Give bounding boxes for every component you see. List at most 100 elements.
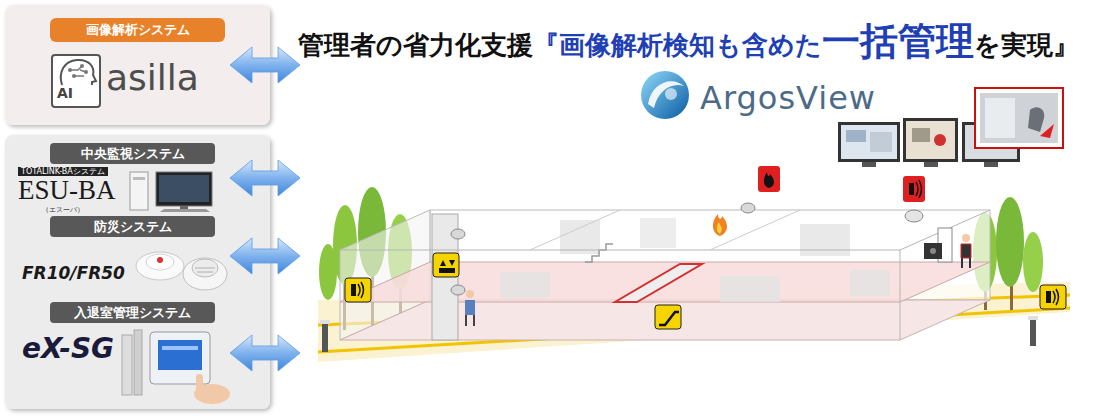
category-header: 中央監視システム xyxy=(50,143,215,164)
building xyxy=(585,244,613,262)
detector-picture xyxy=(136,252,184,280)
system-box: 中央監視システム TOTALINK-BAシステムESU-BA（エスーバ） xyxy=(8,140,230,216)
building xyxy=(340,250,900,251)
monitor-picture xyxy=(924,162,938,167)
double-arrow xyxy=(230,160,300,196)
camera xyxy=(451,203,923,295)
detector-picture xyxy=(192,259,218,277)
product-reading: （エスーバ） xyxy=(42,206,84,214)
access-device-picture xyxy=(162,346,198,350)
sign-icon xyxy=(433,253,459,277)
sign-icon xyxy=(655,305,681,329)
monitor-picture xyxy=(838,122,900,162)
product-subtitle: TOTALINK-BAシステム xyxy=(18,167,108,176)
sign-icon xyxy=(1040,285,1066,309)
computer-picture xyxy=(156,172,212,206)
monitor-picture xyxy=(906,121,955,159)
detector-picture xyxy=(136,252,227,290)
bollard xyxy=(322,322,328,352)
argos-logo-mark xyxy=(665,88,677,100)
category-header: 防災システム xyxy=(50,216,215,237)
monitor-picture xyxy=(985,98,1015,138)
system-box: 入退室管理システム eX-SG xyxy=(8,298,230,408)
tree xyxy=(319,244,337,300)
monitor-picture xyxy=(846,130,866,142)
title-text: 管理者の省力化支援 xyxy=(298,28,533,63)
monitor-picture xyxy=(1040,124,1054,138)
computer-picture xyxy=(130,172,212,212)
monitor-picture xyxy=(870,132,892,152)
system-box: 画像解析システム asilla xyxy=(8,8,230,122)
computer-picture xyxy=(133,177,145,180)
monitor-picture xyxy=(862,162,876,167)
double-arrow xyxy=(230,47,300,83)
building xyxy=(924,243,942,259)
camera xyxy=(451,285,465,295)
detector-picture xyxy=(157,257,163,263)
category-header: 入退室管理システム xyxy=(50,302,215,323)
person xyxy=(962,258,970,268)
building xyxy=(930,248,936,254)
sign-icon xyxy=(1046,291,1051,303)
ai-icon xyxy=(52,55,100,107)
integrated-building-area: ArgosView xyxy=(300,62,1095,408)
computer-picture xyxy=(130,172,148,210)
sign-icon xyxy=(439,268,455,273)
argos-logo-mark xyxy=(641,71,689,119)
access-device-picture xyxy=(158,340,202,370)
alarm-icon xyxy=(758,166,780,192)
tree xyxy=(1023,232,1043,292)
building xyxy=(340,210,990,340)
building xyxy=(530,210,620,250)
computer-picture xyxy=(159,175,209,202)
alarm-icon xyxy=(909,183,914,195)
ai-icon xyxy=(84,70,88,74)
access-device-picture xyxy=(122,330,230,404)
bollard xyxy=(320,320,330,324)
building xyxy=(850,270,890,296)
building xyxy=(640,218,676,248)
person xyxy=(465,300,475,315)
person xyxy=(961,244,971,258)
sign-icon xyxy=(440,260,455,266)
sign-icon xyxy=(358,282,364,298)
sign-icon xyxy=(659,312,679,325)
ai-icon xyxy=(61,60,96,85)
sign-icon xyxy=(1053,289,1059,305)
product-logo: ESU-BA xyxy=(18,176,116,206)
ai-icon xyxy=(70,66,86,76)
alarm-icon xyxy=(764,172,774,188)
computer-picture xyxy=(160,209,210,212)
camera xyxy=(451,229,465,239)
product-logo: FR10/FR50 xyxy=(22,264,125,284)
alarm-icon xyxy=(758,166,925,202)
fire xyxy=(713,214,727,236)
ai-icon xyxy=(72,74,76,78)
category-header: 画像解析システム xyxy=(50,18,225,42)
fire xyxy=(713,214,727,236)
camera xyxy=(905,210,923,222)
access-device-picture xyxy=(196,374,203,394)
building xyxy=(615,264,702,302)
sign-icon xyxy=(351,284,356,296)
double-arrow xyxy=(230,238,300,274)
argos-logo-mark xyxy=(648,81,684,108)
access-device-picture xyxy=(122,335,132,395)
argos-logo-mark xyxy=(641,71,689,119)
person xyxy=(465,234,971,326)
detector-picture xyxy=(183,258,227,290)
person xyxy=(466,290,474,298)
title-emphasis: 一括管理 xyxy=(822,16,974,67)
product-logo: eX-SG xyxy=(22,333,114,365)
icon-text: AI xyxy=(57,86,73,101)
detector-picture xyxy=(195,268,215,272)
monitor-picture xyxy=(1028,107,1044,132)
monitor-picture xyxy=(980,93,1058,143)
title-text: を実現』 xyxy=(974,28,1079,63)
person xyxy=(962,234,970,242)
detector-picture xyxy=(146,254,174,270)
product-logo: asilla xyxy=(106,58,199,98)
fire xyxy=(717,222,722,234)
